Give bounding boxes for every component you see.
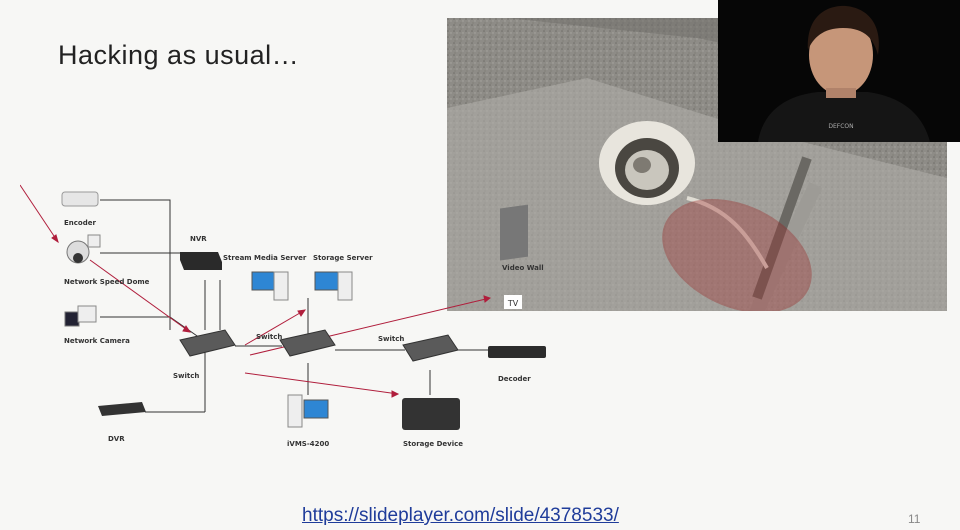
encoder-label: Encoder [64,219,96,227]
network-camera-label: Network Camera [64,337,130,345]
video-wall-icon: TV [500,204,528,309]
network-speed-dome-label: Network Speed Dome [64,278,150,286]
switch-right-label: Switch [378,335,404,343]
ivms-icon [287,394,329,428]
decoder-label: Decoder [498,375,531,383]
slide-title: Hacking as usual… [58,40,300,70]
switch-mid-label: Switch [256,333,282,341]
shirt-text: DEFCON [828,123,853,130]
presenter-webcam: DEFCON [718,0,960,142]
storage-server-icon [314,271,353,301]
network-diagram: TV Encoder Network Speed Dome Network Ca… [20,184,546,448]
video-wall-label: Video Wall [502,264,544,272]
switch-left-label: Switch [173,372,199,380]
stream-media-server-label: Stream Media Server [223,254,307,262]
speed-dome-icon [66,234,101,264]
svg-text:TV: TV [507,299,519,308]
source-link[interactable]: https://slideplayer.com/slide/4378533/ [302,505,619,526]
page-number: 11 [908,512,921,526]
encoder-icon [61,191,99,207]
storage-server-label: Storage Server [313,254,373,262]
dvr-icon [98,402,146,416]
switch-mid-icon [279,329,336,357]
network-camera-icon [64,305,97,327]
storage-device-icon [402,398,460,430]
nvr-icon [180,252,222,270]
stream-server-icon [251,271,289,301]
dvr-label: DVR [108,435,125,443]
switch-left-icon [179,329,236,357]
nvr-label: NVR [190,235,207,243]
ivms-label: iVMS-4200 [287,440,329,448]
switch-right-icon [402,334,459,362]
decoder-icon [488,346,546,358]
storage-device-label: Storage Device [403,440,463,448]
